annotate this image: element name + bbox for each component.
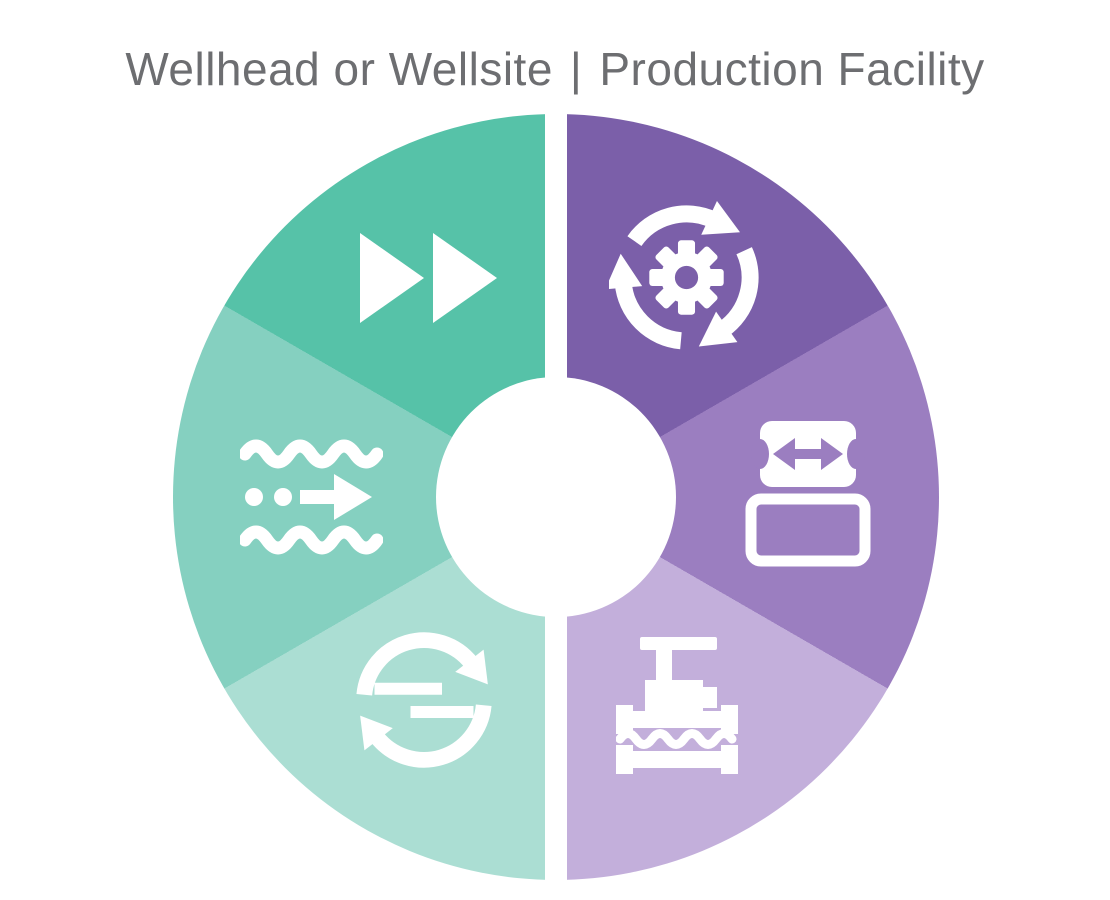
wheel-center-hole [436, 377, 676, 617]
title-separator: | [569, 43, 583, 95]
title-right-half: Production Facility [599, 43, 985, 95]
process-wheel [173, 108, 939, 886]
fast-forward-icon [360, 233, 497, 323]
title-left-half: Wellhead or Wellsite [125, 43, 553, 95]
diagram-title: Wellhead or Wellsite | Production Facility [0, 42, 1110, 96]
gear-glyph [649, 240, 724, 315]
tank-width-arrow-icon [745, 421, 871, 567]
exchange-arrows-icon [356, 632, 492, 768]
valve-pipeline-icon [616, 637, 738, 774]
gear-cycle-arrows-icon [609, 201, 759, 350]
flow-waves-arrow-icon [240, 439, 383, 555]
